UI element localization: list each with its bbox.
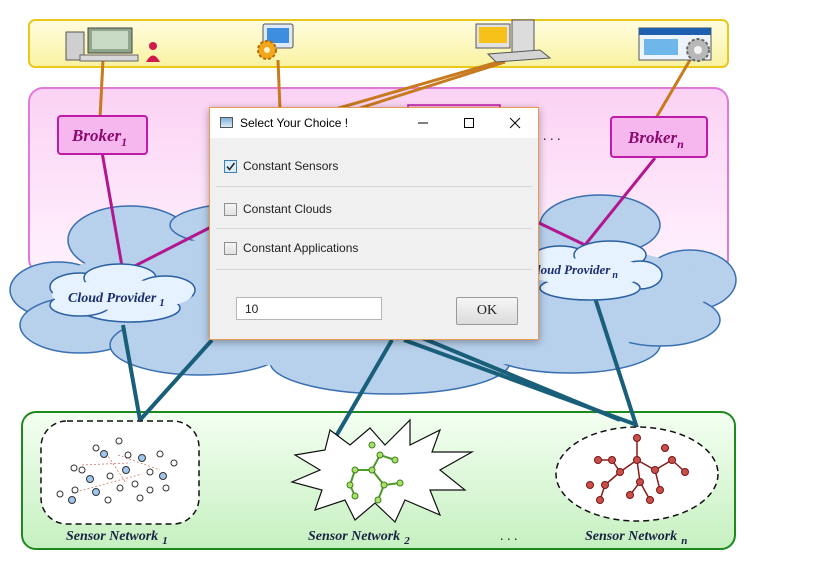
broker-n: Brokern [610,116,708,158]
constant-applications-checkbox[interactable] [224,241,237,255]
checkmark-icon [226,162,236,171]
select-choice-dialog: Select Your Choice ! Constant Sensors Co… [209,107,539,340]
gear-monitor-icon [257,23,294,60]
desktop-computer-icon [65,27,139,62]
maximize-icon [464,118,474,128]
constant-sensors-label: Constant Sensors [243,159,339,173]
broker-connections [100,151,657,274]
settings-window-icon [638,27,712,62]
constant-sensors-checkbox[interactable] [224,159,237,173]
maximize-button[interactable] [446,108,492,138]
minimize-icon [418,122,428,124]
sensor-network-n [555,426,719,522]
option-constant-applications[interactable]: Constant Applications [224,241,358,255]
user-layer [28,19,729,68]
sensor-network-1 [40,420,200,525]
window-app-icon [220,117,233,128]
workstation-icon [475,19,552,63]
svg-text:Broker1: Broker1 [71,126,127,149]
ok-button[interactable]: OK [456,297,518,325]
option-constant-sensors[interactable]: Constant Sensors [224,159,338,173]
constant-applications-label: Constant Applications [243,241,359,255]
close-icon [509,117,521,129]
dialog-title: Select Your Choice ! [240,116,349,130]
dialog-titlebar[interactable]: Select Your Choice ! [210,108,538,138]
sensor-connections [121,297,639,440]
broker-ellipsis: . . . [543,129,561,144]
svg-text:Brokern: Brokern [627,128,684,151]
constant-clouds-checkbox[interactable] [224,202,237,216]
broker-1: Broker1 [57,115,148,155]
option-constant-clouds[interactable]: Constant Clouds [224,202,332,216]
divider [216,269,532,270]
user-icon [146,42,160,62]
close-button[interactable] [492,108,538,138]
minimize-button[interactable] [400,108,446,138]
divider [216,228,532,229]
divider [216,186,532,187]
constant-clouds-label: Constant Clouds [243,202,332,216]
value-input[interactable] [236,297,382,320]
sensor-ellipsis: . . . [500,529,518,544]
sensor-network-2 [290,418,475,524]
